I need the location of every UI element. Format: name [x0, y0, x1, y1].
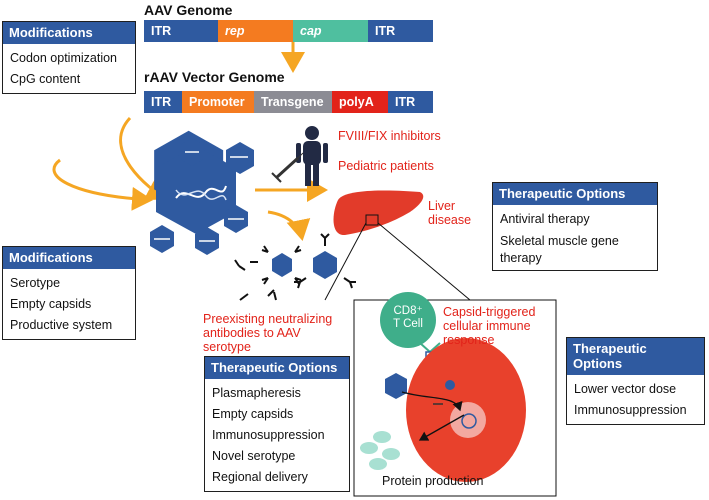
nab-label-line3: serotype	[203, 340, 251, 354]
cd8-label-line2: T Cell	[393, 318, 423, 330]
box-header: Therapeutic Options	[567, 338, 704, 375]
curved-arrow-left	[52, 158, 153, 211]
box-header: Modifications	[3, 247, 135, 269]
aav-itr-left: ITR	[144, 20, 218, 42]
capsid-label-line2: cellular immune	[443, 319, 531, 333]
antibody-capsid-complexes	[234, 233, 356, 301]
genome-modifications-box: Modifications Codon optimization CpG con…	[2, 21, 136, 94]
nab-label-line2: antibodies to AAV	[203, 326, 301, 340]
cellular-therapeutic-options-box: Therapeutic Options Lower vector dose Im…	[566, 337, 705, 425]
box-header: Therapeutic Options	[493, 183, 657, 205]
liver-therapeutic-options-box: Therapeutic Options Antiviral therapy Sk…	[492, 182, 658, 271]
list-item: CpG content	[10, 72, 81, 86]
antibody-therapeutic-options-box: Therapeutic Options Plasmapheresis Empty…	[204, 356, 350, 492]
capsid-to-antibody-arrow	[267, 210, 311, 241]
list-item: Skeletal muscle gene	[500, 234, 619, 248]
liver-label-line2: disease	[428, 213, 472, 227]
list-item: Empty capsids	[212, 407, 294, 421]
aav-genome-bar: ITR rep cap ITR	[144, 20, 433, 42]
cd8-t-cell	[380, 292, 436, 348]
capsid-entering	[385, 373, 407, 399]
pediatric-label: Pediatric patients	[338, 159, 434, 173]
polyA-segment: polyA	[332, 91, 388, 113]
list-item: Codon optimization	[10, 51, 118, 65]
list-item: Novel serotype	[212, 449, 296, 463]
protein-particles	[360, 431, 400, 470]
liver-disease-label: Liver disease	[428, 199, 471, 227]
transgene-segment: Transgene	[254, 91, 332, 113]
rAAV-itr-right: ITR	[388, 91, 433, 113]
list-item: Empty capsids	[10, 297, 92, 311]
list-item: Immunosuppression	[574, 403, 687, 417]
capsid-label-line3: response	[443, 333, 495, 347]
list-item: Plasmapheresis	[212, 386, 301, 400]
liver-label-line1: Liver	[428, 199, 456, 213]
neutralizing-antibodies-label: Preexisting neutralizing antibodies to A…	[203, 312, 332, 354]
rAAV-genome-bar: ITR Promoter Transgene polyA ITR	[144, 91, 433, 113]
aav-itr-right: ITR	[368, 20, 433, 42]
box-header: Therapeutic Options	[205, 357, 349, 379]
patient-figure-icon	[296, 126, 328, 186]
cd8-label-line1: CD8⁺	[393, 305, 423, 317]
rAAV-itr-left: ITR	[144, 91, 182, 113]
list-item: Immunosuppression	[212, 428, 325, 442]
protein-production-label: Protein production	[382, 474, 484, 488]
aav-rep-segment: rep	[218, 20, 293, 42]
list-item: Lower vector dose	[574, 382, 677, 396]
nab-label-line1: Preexisting neutralizing	[203, 312, 333, 326]
cd8-t-cell-label: CD8⁺ T Cell	[386, 305, 430, 331]
syringe-icon	[271, 152, 304, 183]
aav-cap-segment: cap	[293, 20, 368, 42]
capsid-modifications-box: Modifications Serotype Empty capsids Pro…	[2, 246, 136, 340]
list-item: Serotype	[10, 276, 61, 290]
box-header: Modifications	[3, 22, 135, 44]
liver-shape	[333, 190, 424, 236]
list-item: therapy	[500, 251, 542, 265]
list-item: Regional delivery	[212, 470, 308, 484]
capsid-label-line1: Capsid-triggered	[443, 305, 536, 319]
rAAV-genome-title: rAAV Vector Genome	[144, 69, 285, 85]
aav-capsid-cluster	[150, 130, 254, 255]
cellular-immune-response-label: Capsid-triggered cellular immune respons…	[443, 305, 535, 347]
inhibitors-label: FVIII/FIX inhibitors	[338, 129, 441, 143]
list-item: Productive system	[10, 318, 113, 332]
promoter-segment: Promoter	[182, 91, 254, 113]
aav-genome-title: AAV Genome	[144, 2, 233, 18]
list-item: Antiviral therapy	[500, 212, 590, 226]
